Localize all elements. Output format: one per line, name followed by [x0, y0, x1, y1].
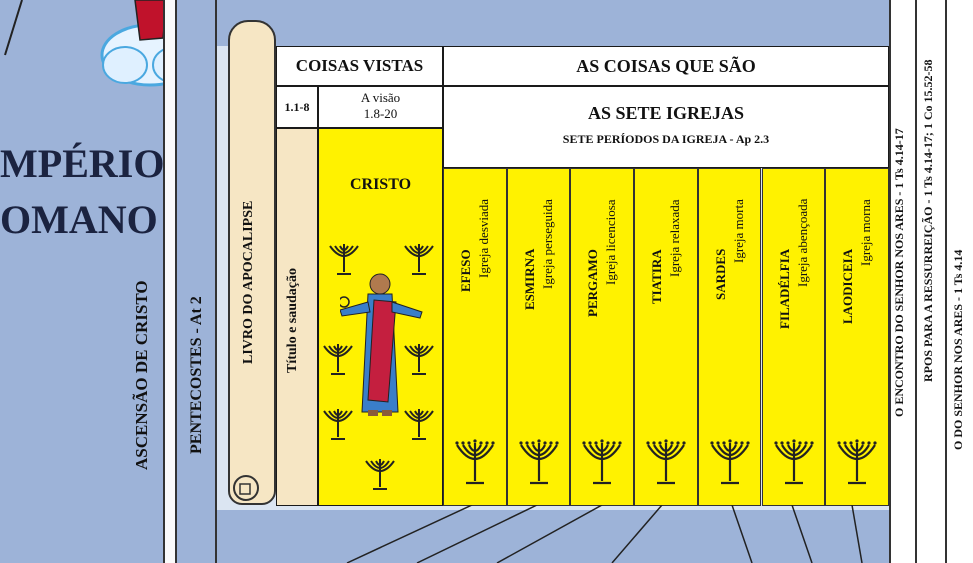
- church-description: Igreja desviada: [476, 199, 491, 279]
- right-divider-2: [945, 0, 947, 563]
- pentecost-column: [177, 0, 217, 563]
- church-name: TIATIRA: [649, 249, 665, 304]
- lampstand-icon: [323, 409, 353, 440]
- lampstand-icon: [404, 344, 434, 375]
- ascension-label: ASCENSÃO DE CRISTO: [132, 280, 151, 470]
- lampstand-icon: [837, 439, 877, 485]
- header-vision: A visão 1.8-20: [318, 86, 443, 128]
- church-description: Igreja licenciosa: [603, 199, 619, 285]
- christ-figure-icon: [340, 273, 423, 416]
- decor-line-icon: [4, 0, 23, 56]
- header-things-that-are: AS COISAS QUE SÃO: [443, 46, 889, 86]
- lampstand-icon: [329, 244, 359, 275]
- timeline-connector-lines: [346, 505, 863, 563]
- right-label-1: O ENCONTRO DO SENHOR NOS ARES - 1 Ts 4.1…: [892, 128, 906, 417]
- header-seven-churches: AS SETE IGREJAS SETE PERÍODOS DA IGREJA …: [443, 86, 889, 168]
- lampstand-icon: [646, 439, 686, 485]
- left-sky-panel: [0, 0, 163, 563]
- right-label-strip: [889, 0, 973, 563]
- church-description: Igreja morna: [858, 199, 874, 266]
- church-name: SARDES: [712, 249, 728, 301]
- church-description: Igreja relaxada: [667, 199, 683, 277]
- lampstand-icon: [519, 439, 559, 485]
- right-divider-1: [915, 0, 917, 563]
- church-description: Igreja perseguida: [539, 199, 555, 289]
- church-name: LAODICEIA: [840, 249, 856, 325]
- top-sky-strip: [217, 0, 889, 46]
- church-description: Igreja abençoada: [794, 199, 810, 288]
- lampstand-icon: [365, 459, 395, 490]
- lampstand-icon: [323, 344, 353, 375]
- church-name: PERGAMO: [585, 249, 601, 317]
- intro-column: [276, 128, 318, 506]
- scroll-title: LIVRO DO APOCALIPSE: [241, 200, 256, 365]
- header-ref-1-1-8: 1.1-8: [276, 86, 318, 128]
- timeline-divider: [163, 0, 177, 563]
- church-name: FILADÉLFIA: [776, 249, 792, 330]
- church-description: Igreja morta: [730, 199, 746, 263]
- church-name: EFESO: [458, 249, 473, 292]
- lampstand-icon: [404, 409, 434, 440]
- right-label-3: O DO SENHOR NOS ARES - 1 Ts 4.14: [951, 250, 965, 451]
- scroll-book: [228, 20, 276, 505]
- church-name: ESMIRNA: [521, 249, 537, 311]
- header-things-seen: COISAS VISTAS: [276, 46, 443, 86]
- lampstand-icon: [404, 244, 434, 275]
- intro-label: Título e saudação: [285, 267, 300, 373]
- empire-title-line2: OMANO: [0, 197, 158, 242]
- lampstand-icon: [710, 439, 750, 485]
- empire-title-line1: MPÉRIO: [0, 141, 165, 186]
- pentecost-label: PENTECOSTES - At 2: [188, 296, 205, 454]
- christ-label: CRISTO: [349, 176, 412, 193]
- lampstand-icon: [455, 439, 495, 485]
- lampstand-icon: [582, 439, 622, 485]
- scroll-curl-icon: [233, 475, 259, 501]
- lampstand-icon: [773, 439, 814, 485]
- right-label-2: RPOS PARA A RESSURREIÇÃO - 1 Ts 4.14-17;…: [921, 60, 935, 383]
- bottom-sky-strip: [217, 510, 889, 563]
